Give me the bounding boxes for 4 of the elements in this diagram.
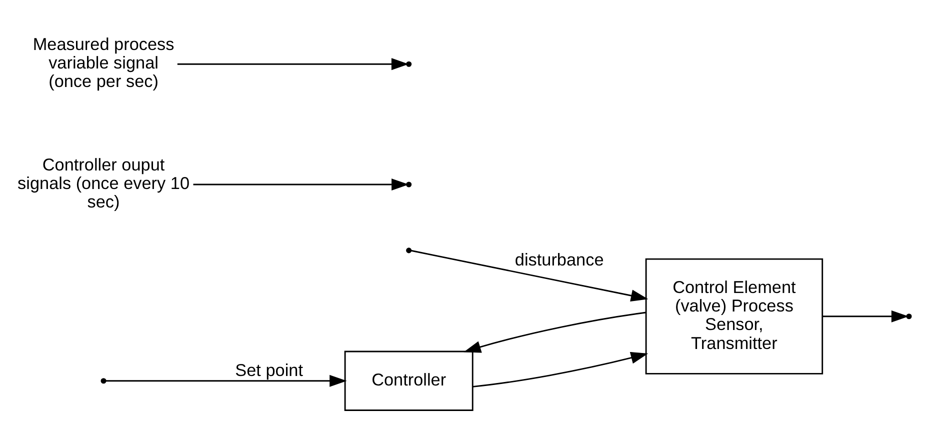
node-text: Measured process variable signal (once per sec) [32,34,174,92]
node-text: Controller ouput signals (once every 10 sec) [18,154,190,212]
edge-label: Set point [235,360,304,380]
edge-label: disturbance [514,250,604,270]
